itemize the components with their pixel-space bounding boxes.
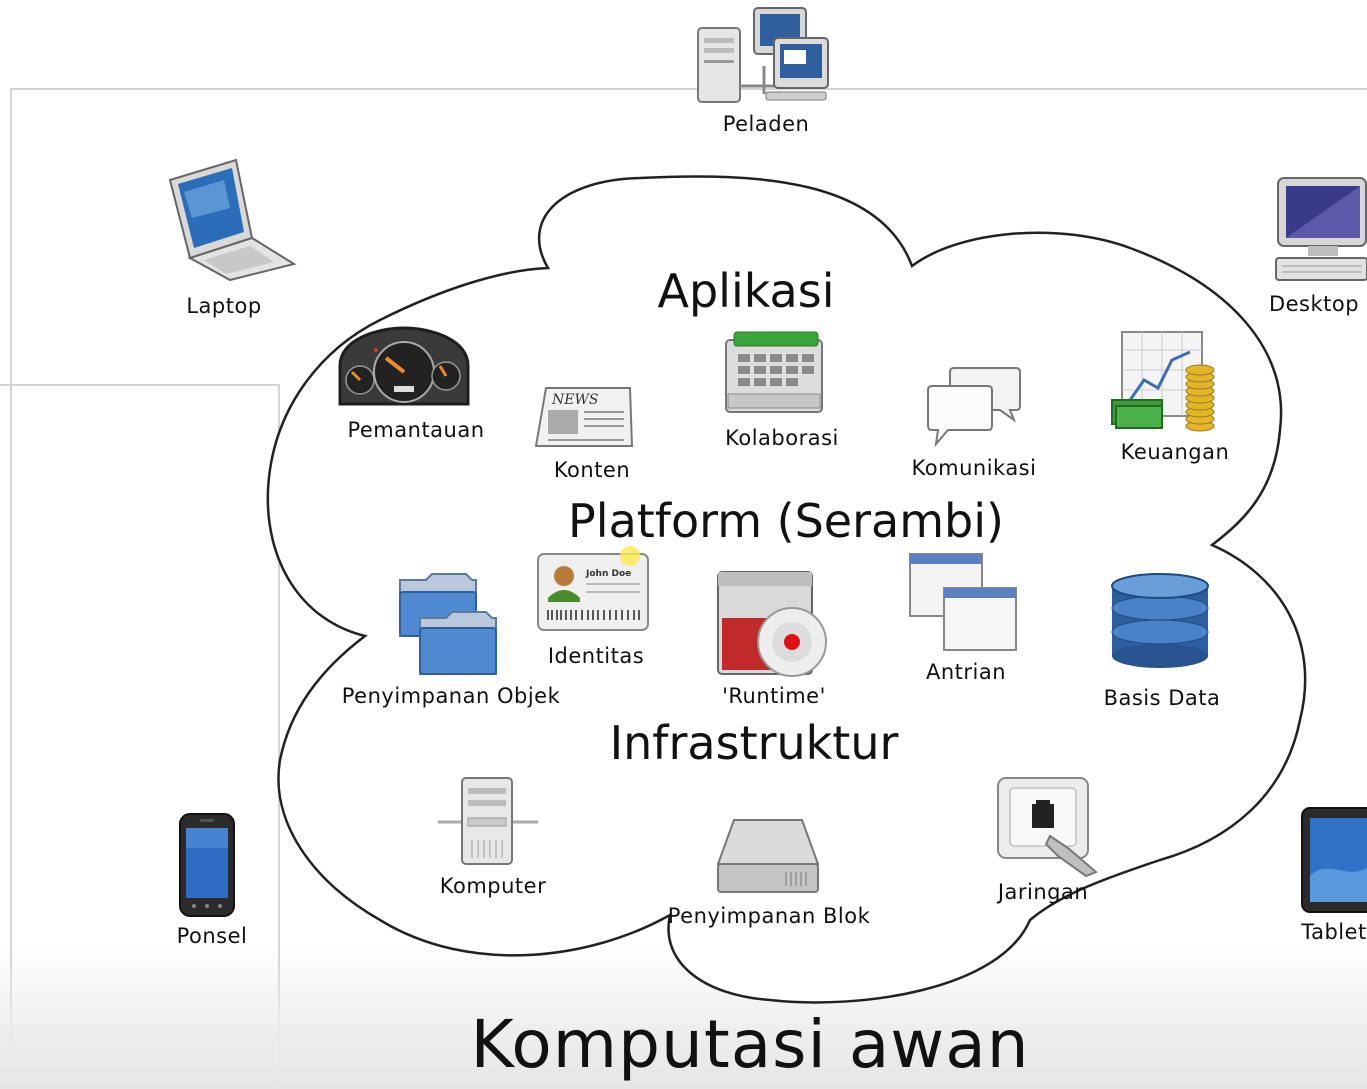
communication-label: Komunikasi [911,456,1037,480]
server-icon [696,6,830,110]
object-storage-label: Penyimpanan Objek [341,684,561,708]
dashboard-gauge-icon [336,326,472,414]
collaboration-label: Kolaborasi [725,426,839,450]
inner-frame-top-line [0,384,280,386]
network-label: Jaringan [997,880,1089,904]
newspaper-icon: NEWS [532,384,636,454]
frame-left-line [10,88,12,1078]
inner-frame-right-line [278,384,280,1084]
runtime-label: 'Runtime' [722,684,826,708]
id-card-icon: John Doe [536,546,652,638]
speech-bubbles-icon [926,364,1022,452]
server-label: Peladen [722,112,810,136]
folders-icon [396,570,500,680]
id-card-name: John Doe [585,569,631,579]
bottom-shade [0,945,1367,1089]
database-label: Basis Data [1103,686,1221,710]
computer-tower-icon [436,774,540,870]
phone-icon [178,812,236,922]
platform-heading: Platform (Serambi) [568,494,1004,548]
compute-label: Komputer [439,874,547,898]
block-storage-label: Penyimpanan Blok [667,904,871,928]
monitoring-label: Pemantauan [347,418,485,442]
frame-top-line [10,88,1367,90]
diagram-title: Komputasi awan [470,1006,1030,1083]
finance-label: Keuangan [1120,440,1230,464]
infrastructure-heading: Infrastruktur [609,716,899,770]
hard-drive-icon [716,816,820,900]
network-port-icon [996,776,1100,882]
desktop-icon [1272,176,1367,288]
chart-money-icon [1110,330,1218,438]
calendar-icon [722,330,830,422]
applications-heading: Aplikasi [657,264,835,318]
news-masthead: NEWS [551,392,598,408]
tablet-icon [1300,806,1367,918]
tablet-label: Tablet [1301,920,1367,944]
phone-label: Ponsel [176,924,248,948]
laptop-icon [164,158,298,286]
runtime-disc-icon [716,568,832,682]
desktop-label: Desktop [1268,292,1360,316]
identity-label: Identitas [547,644,645,668]
queue-label: Antrian [925,660,1007,684]
windows-stack-icon [908,550,1020,658]
content-label: Konten [553,458,631,482]
laptop-label: Laptop [186,294,262,318]
database-icon [1108,572,1212,678]
